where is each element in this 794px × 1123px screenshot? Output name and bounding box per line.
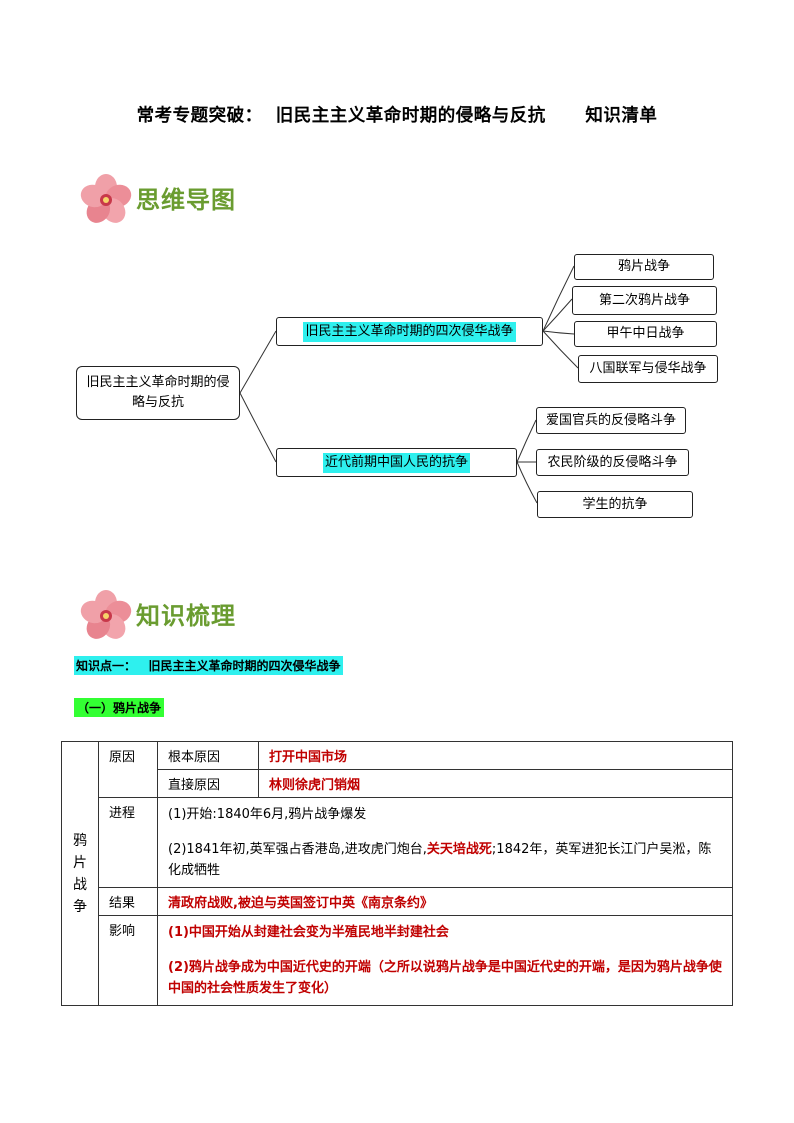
row-label-impact: 影响 (98, 915, 158, 1006)
table-head-text: 鸦片战争 (73, 832, 87, 915)
table-row: 结果 清政府战败,被迫与英国签订中英《南京条约》 (62, 887, 733, 916)
mindmap-leaf: 爱国官兵的反侵略斗争 (536, 407, 686, 434)
result-cell: 清政府战败,被迫与英国签订中英《南京条约》 (157, 887, 733, 916)
process-cell: (1)开始:1840年6月,鸦片战争爆发 (2)1841年初,英军强占香港岛,进… (157, 797, 733, 888)
branch-resistance-label: 近代前期中国人民的抗争 (322, 452, 470, 473)
cause-direct-label: 直接原因 (157, 769, 259, 798)
process-step-2-a: (2)1841年初,英军强占香港岛,进攻虎门炮台, (168, 842, 427, 857)
table-row: 直接原因 林则徐虎门销烟 (62, 769, 733, 798)
mindmap-leaf: 甲午中日战争 (574, 321, 717, 347)
row-label-result: 结果 (98, 887, 158, 916)
cause-root-label: 根本原因 (157, 741, 259, 770)
mindmap-leaf: 鸦片战争 (574, 254, 714, 280)
knowledge-point-heading: 知识点一： 旧民主主义革命时期的四次侵华战争 (74, 656, 343, 675)
table-row: 进程 (1)开始:1840年6月,鸦片战争爆发 (2)1841年初,英军强占香港… (62, 797, 733, 888)
mindmap-leaf: 第二次鸦片战争 (572, 286, 717, 315)
knowledge-section-label: 知识梳理 (136, 602, 236, 630)
plum-blossom-icon (80, 590, 132, 639)
cause-direct-text: 林则徐虎门销烟 (269, 778, 361, 793)
impact-1: (1)中国开始从封建社会变为半殖民地半封建社会 (168, 925, 449, 940)
mindmap-section-label: 思维导图 (136, 186, 236, 214)
process-step-2-c: ;1842年，英军进犯长江门户吴淞，陈化成牺牲 (168, 842, 712, 878)
row-label-cause: 原因 (98, 741, 158, 798)
mindmap-branch-resistance: 近代前期中国人民的抗争 (276, 448, 517, 477)
impact-cell: (1)中国开始从封建社会变为半殖民地半封建社会 (2)鸦片战争成为中国近代史的开… (157, 915, 733, 1006)
cause-root-text: 打开中国市场 (269, 750, 348, 765)
subsection-heading: （一）鸦片战争 (74, 698, 165, 717)
process-step-2: (2)1841年初,英军强占香港岛,进攻虎门炮台,关天培战死;1842年，英军进… (168, 839, 722, 881)
plum-blossom-icon (80, 174, 132, 223)
process-step-2-b: 关天培战死 (426, 842, 492, 857)
table-head-cell: 鸦片战争 (61, 741, 99, 1006)
page-title: 常考专题突破： 旧民主主义革命时期的侵略与反抗 知识清单 (136, 106, 658, 126)
cause-direct-value: 林则徐虎门销烟 (258, 769, 733, 798)
branch-invasions-label: 旧民主主义革命时期的四次侵华战争 (303, 321, 516, 342)
mindmap-leaf: 农民阶级的反侵略斗争 (536, 449, 689, 476)
mindmap-root: 旧民主主义革命时期的侵略与反抗 (76, 366, 240, 420)
mindmap-root-label: 旧民主主义革命时期的侵略与反抗 (86, 375, 230, 410)
cause-root-value: 打开中国市场 (258, 741, 733, 770)
process-step-1: (1)开始:1840年6月,鸦片战争爆发 (168, 807, 367, 822)
mindmap-branch-invasions: 旧民主主义革命时期的四次侵华战争 (276, 317, 543, 346)
table-row: 鸦片战争 原因 根本原因 打开中国市场 (61, 741, 733, 1006)
row-label-process: 进程 (98, 797, 158, 888)
opium-war-table: 鸦片战争 原因 根本原因 打开中国市场 直接原因 林则徐虎门销烟 进程 (1)开… (61, 741, 733, 1006)
result-text: 清政府战败,被迫与英国签订中英《南京条约》 (168, 896, 433, 911)
impact-2: (2)鸦片战争成为中国近代史的开端（之所以说鸦片战争是中国近代史的开端，是因为鸦… (168, 960, 722, 996)
mindmap-leaf: 学生的抗争 (537, 491, 693, 518)
table-row: 影响 (1)中国开始从封建社会变为半殖民地半封建社会 (2)鸦片战争成为中国近代… (62, 915, 733, 1006)
mindmap-leaf: 八国联军与侵华战争 (578, 355, 718, 383)
